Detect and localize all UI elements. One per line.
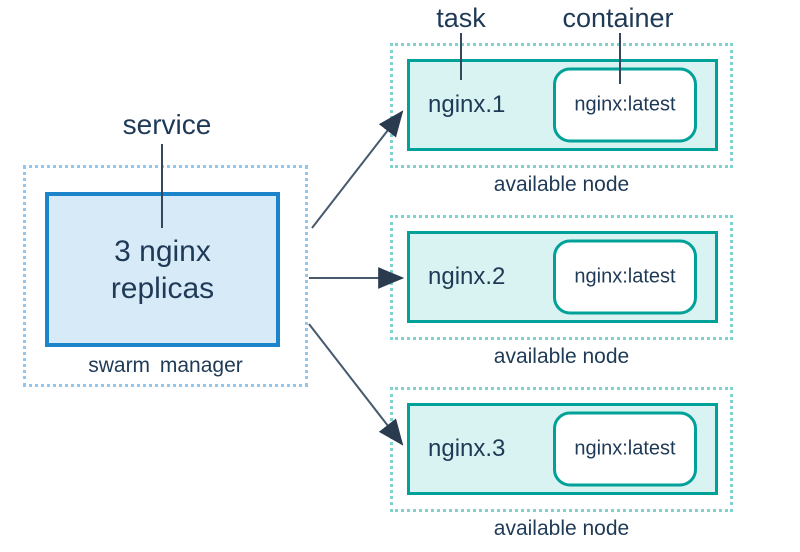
available-node-2: nginx.2 nginx:latest available node <box>390 215 733 369</box>
container-label-callout: container <box>562 3 674 33</box>
container-box-1: nginx:latest <box>553 67 697 143</box>
task-box-1: nginx.1 nginx:latest <box>407 59 718 151</box>
service-box: 3 nginx replicas <box>45 192 280 347</box>
swarm-manager-box: 3 nginx replicas swarm manager <box>23 165 308 387</box>
task-name: nginx.3 <box>428 435 506 462</box>
service-box-text: 3 nginx replicas <box>110 234 215 305</box>
node-1-dotted-border: nginx.1 nginx:latest <box>390 43 733 168</box>
container-image-name: nginx:latest <box>574 93 676 116</box>
available-node-3: nginx.3 nginx:latest available node <box>390 387 733 541</box>
task-name: nginx.2 <box>428 263 506 290</box>
service-label: service <box>122 109 212 140</box>
container-image-name: nginx:latest <box>574 437 676 460</box>
node-3-caption: available node <box>493 517 630 540</box>
swarm-manager-caption: swarm manager <box>88 354 243 377</box>
task-label-callout: task <box>436 3 486 33</box>
container-box-3: nginx:latest <box>553 411 697 487</box>
container-image-name: nginx:latest <box>574 265 676 288</box>
node-3-dotted-border: nginx.3 nginx:latest <box>390 387 733 512</box>
node-2-caption: available node <box>493 345 630 368</box>
available-node-1: nginx.1 nginx:latest available node <box>390 43 733 197</box>
node-1-caption: available node <box>493 173 630 196</box>
task-box-2: nginx.2 nginx:latest <box>407 231 718 323</box>
task-name: nginx.1 <box>428 91 506 118</box>
container-box-2: nginx:latest <box>553 239 697 315</box>
arrow-to-node-3 <box>308 323 404 446</box>
node-2-dotted-border: nginx.2 nginx:latest <box>390 215 733 340</box>
arrow-to-node-1 <box>311 110 404 229</box>
task-box-3: nginx.3 nginx:latest <box>407 403 718 495</box>
